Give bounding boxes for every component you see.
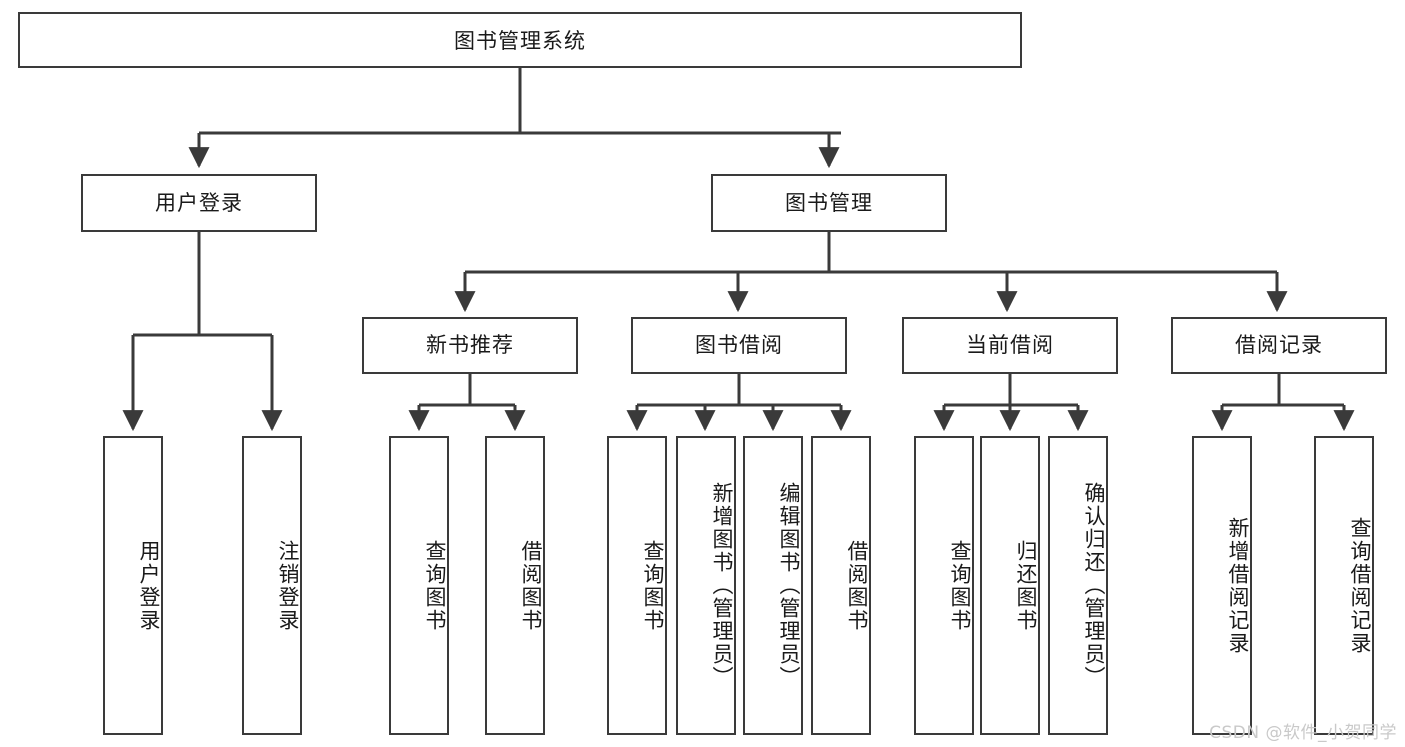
node-label: 归还图书 (1014, 539, 1038, 632)
node-book-manage[interactable]: 图书管理 (711, 174, 947, 232)
node-label: 新增借阅记录 (1226, 516, 1250, 655)
node-label: 图书借阅 (695, 333, 783, 357)
node-leaf-borrow-book-2[interactable]: 借阅图书 (811, 436, 871, 735)
node-label: 查询图书 (423, 539, 447, 632)
node-leaf-confirm-return[interactable]: 确认归还（管理员） (1048, 436, 1108, 735)
watermark-text: CSDN @软件_小贺同学 (1209, 723, 1397, 743)
node-leaf-user-logout[interactable]: 注销登录 (242, 436, 302, 735)
node-borrow-record[interactable]: 借阅记录 (1171, 317, 1387, 374)
node-label: 确认归还（管理员） (1082, 482, 1106, 689)
node-label: 借阅记录 (1235, 333, 1323, 357)
node-label: 图书管理 (785, 190, 873, 215)
node-leaf-add-book[interactable]: 新增图书（管理员） (676, 436, 736, 735)
node-leaf-query-record[interactable]: 查询借阅记录 (1314, 436, 1374, 735)
node-root-system[interactable]: 图书管理系统 (18, 12, 1022, 68)
node-label: 查询借阅记录 (1348, 516, 1372, 655)
node-leaf-return-book[interactable]: 归还图书 (980, 436, 1040, 735)
node-label: 当前借阅 (966, 333, 1054, 357)
node-leaf-query-book-3[interactable]: 查询图书 (914, 436, 974, 735)
node-label: 用户登录 (137, 539, 161, 632)
node-leaf-borrow-book-1[interactable]: 借阅图书 (485, 436, 545, 735)
node-label: 查询图书 (641, 539, 665, 632)
node-label: 借阅图书 (845, 539, 869, 632)
node-leaf-query-book-2[interactable]: 查询图书 (607, 436, 667, 735)
node-label: 新增图书（管理员） (710, 482, 734, 689)
node-book-borrow[interactable]: 图书借阅 (631, 317, 847, 374)
node-label: 图书管理系统 (454, 29, 586, 53)
node-label: 注销登录 (276, 539, 300, 632)
node-label: 查询图书 (948, 539, 972, 632)
node-leaf-edit-book[interactable]: 编辑图书（管理员） (743, 436, 803, 735)
node-current-borrow[interactable]: 当前借阅 (902, 317, 1118, 374)
node-leaf-add-record[interactable]: 新增借阅记录 (1192, 436, 1252, 735)
node-user-login[interactable]: 用户登录 (81, 174, 317, 232)
node-label: 借阅图书 (519, 539, 543, 632)
node-label: 编辑图书（管理员） (777, 482, 801, 689)
node-leaf-query-book-1[interactable]: 查询图书 (389, 436, 449, 735)
node-new-book-rec[interactable]: 新书推荐 (362, 317, 578, 374)
node-leaf-user-login[interactable]: 用户登录 (103, 436, 163, 735)
node-label: 用户登录 (155, 190, 243, 215)
node-label: 新书推荐 (426, 333, 514, 357)
